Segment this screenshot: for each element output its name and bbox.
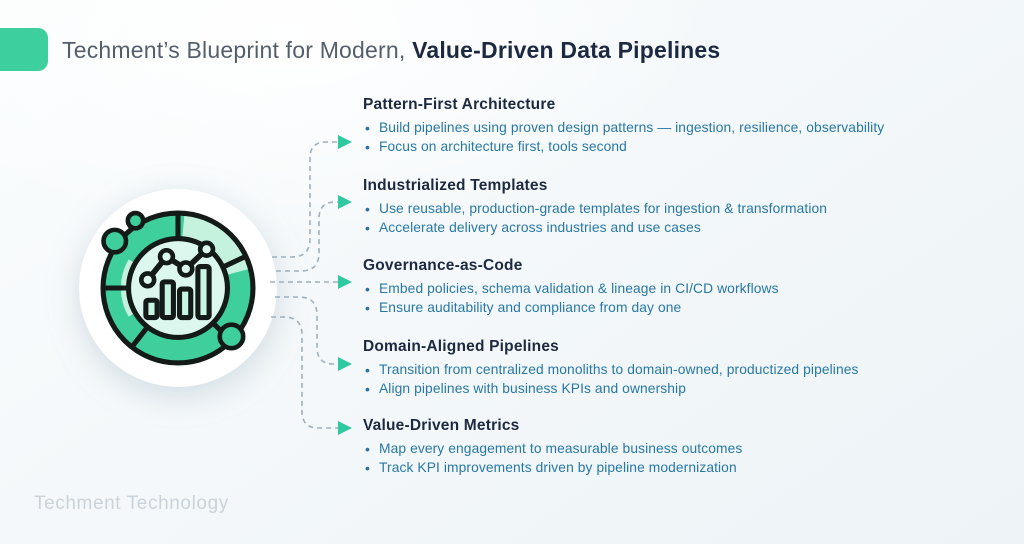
arrow-icon-2 — [338, 195, 352, 209]
analytics-donut-chart-icon — [76, 186, 280, 390]
trend-line-icon — [138, 240, 216, 289]
bullet-item: Embed policies, schema validation & line… — [363, 280, 963, 299]
section-title: Domain-Aligned Pipelines — [363, 338, 559, 355]
connector-4 — [275, 296, 338, 365]
section-bullet-list: Build pipelines using proven design patt… — [363, 119, 963, 156]
page-title-emphasis: Value-Driven Data Pipelines — [412, 37, 721, 63]
bar-chart-icon — [143, 264, 212, 321]
analytics-donut-chart-svg — [79, 189, 277, 387]
section-bullet-list: Embed policies, schema validation & line… — [363, 280, 963, 317]
bullet-item: Ensure auditability and compliance from … — [363, 299, 963, 318]
section-title: Industrialized Templates — [363, 177, 548, 194]
connector-5 — [271, 316, 338, 429]
accent-bar — [0, 28, 48, 71]
section-bullet-list: Map every engagement to measurable busin… — [363, 440, 963, 477]
arrow-icon-4 — [338, 357, 352, 371]
section-industrialized-templates: Industrialized Templates Use reusable, p… — [363, 177, 963, 237]
bullet-item: Align pipelines with business KPIs and o… — [363, 380, 963, 399]
bullet-item: Focus on architecture first, tools secon… — [363, 138, 963, 157]
arrow-icon-3 — [338, 275, 352, 289]
arrow-icon-5 — [338, 421, 352, 435]
section-bullet-list: Use reusable, production-grade templates… — [363, 200, 963, 237]
page-title-prefix: Techment’s Blueprint for Modern, — [62, 37, 413, 63]
section-title: Governance-as-Code — [363, 257, 523, 274]
connector-1 — [272, 141, 338, 258]
bullet-item: Track KPI improvements driven by pipelin… — [363, 459, 963, 478]
section-value-driven-metrics: Value-Driven Metrics Map every engagemen… — [363, 417, 963, 477]
arrow-icon-1 — [338, 135, 352, 149]
bullet-item: Map every engagement to measurable busin… — [363, 440, 963, 459]
connector-2 — [276, 201, 338, 272]
bullet-item: Use reusable, production-grade templates… — [363, 200, 963, 219]
company-watermark: Techment Technology — [34, 493, 229, 514]
section-title: Value-Driven Metrics — [363, 417, 520, 434]
section-pattern-first-architecture: Pattern-First Architecture Build pipelin… — [363, 96, 963, 156]
bullet-item: Transition from centralized monoliths to… — [363, 361, 963, 380]
section-title: Pattern-First Architecture — [363, 96, 556, 113]
section-domain-aligned-pipelines: Domain-Aligned Pipelines Transition from… — [363, 338, 963, 398]
section-governance-as-code: Governance-as-Code Embed policies, schem… — [363, 257, 963, 317]
bullet-item: Accelerate delivery across industries an… — [363, 219, 963, 238]
page-title: Techment’s Blueprint for Modern, Value-D… — [62, 37, 720, 64]
bullet-item: Build pipelines using proven design patt… — [363, 119, 963, 138]
ring-orbit-nodes — [101, 210, 246, 351]
section-bullet-list: Transition from centralized monoliths to… — [363, 361, 963, 398]
